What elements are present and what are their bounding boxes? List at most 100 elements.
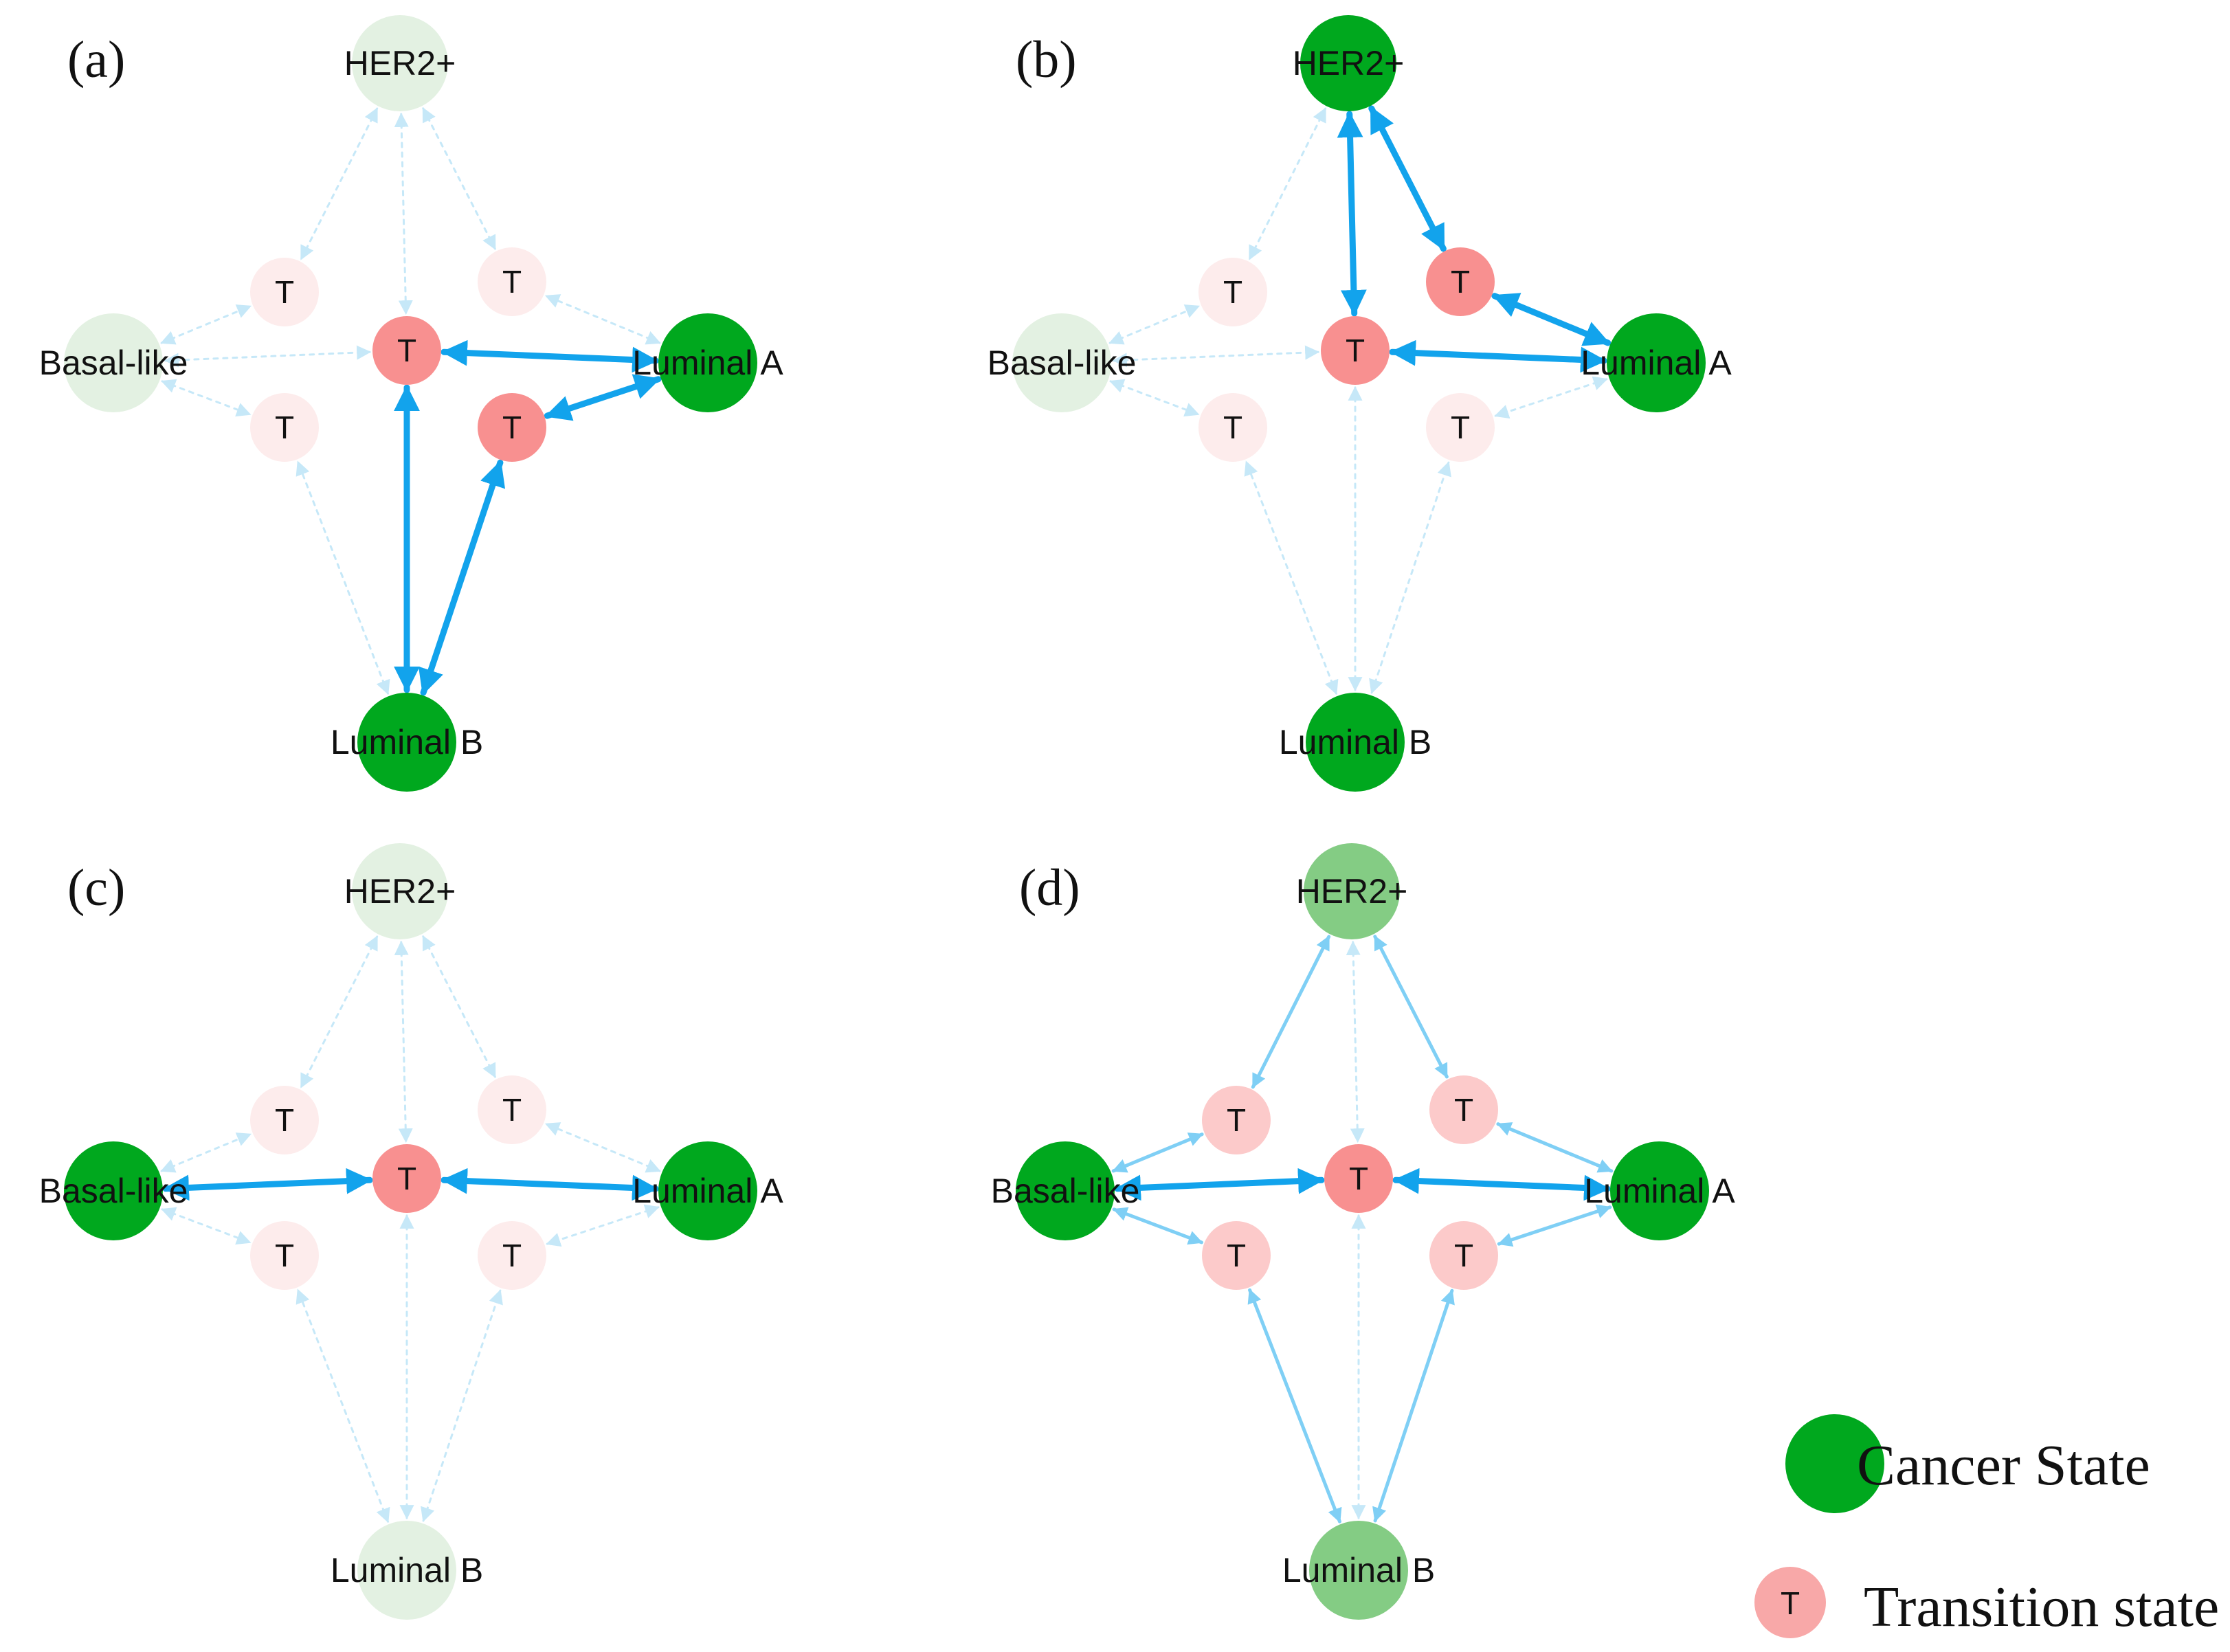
edge-lumb-lr: [418, 459, 506, 696]
transition-node-ll: [250, 1221, 319, 1290]
edge-luma-ur: [1491, 293, 1612, 346]
state-node-lumb: [1309, 1521, 1408, 1620]
transition-label-ll: T: [275, 1238, 294, 1273]
transition-label-center: T: [1349, 1161, 1368, 1196]
edge-luma-ur: [544, 294, 661, 345]
edge-lumb-ll: [296, 460, 390, 695]
transition-label-ll: T: [1223, 410, 1242, 445]
state-label-luma: Luminal A: [632, 344, 783, 382]
transition-node-ur: [1429, 1075, 1498, 1144]
state-label-basal: Basal-like: [988, 344, 1137, 382]
edge-lumb-ll: [1244, 460, 1339, 695]
transition-label-ul: T: [1227, 1102, 1246, 1138]
edge-her2-ul: [300, 107, 379, 260]
transition-label-ll: T: [1227, 1238, 1246, 1273]
transition-label-lr: T: [502, 410, 522, 445]
state-label-her2: HER2+: [344, 872, 456, 911]
edge-basal-ll: [161, 379, 252, 417]
transition-node-ul: [250, 258, 319, 326]
state-node-her2: [1304, 843, 1400, 939]
transition-label-ur: T: [1454, 1092, 1473, 1128]
edge-her2-ul: [1248, 107, 1327, 260]
edge-luma-lr: [1494, 376, 1608, 419]
edge-basal-center: [164, 345, 372, 368]
state-node-her2: [352, 15, 448, 111]
transition-node-center: [1321, 316, 1390, 385]
state-label-her2: HER2+: [1293, 44, 1405, 82]
edge-luma-lr: [1497, 1204, 1612, 1247]
transition-node-ur: [1426, 247, 1495, 316]
edge-luma-center: [441, 339, 659, 373]
transition-node-center: [1324, 1144, 1393, 1213]
transition-node-ur: [478, 1075, 546, 1144]
panel-label: (b): [1016, 31, 1077, 89]
legend-transition-label: Transition state: [1864, 1575, 2219, 1639]
edge-her2-ur: [422, 935, 496, 1078]
edge-luma-lr: [546, 1204, 660, 1247]
state-label-basal: Basal-like: [39, 344, 188, 382]
edge-basal-ll: [1112, 1207, 1203, 1245]
legend: Cancer State T Transition state: [1754, 1414, 2219, 1639]
state-label-lumb: Luminal B: [1279, 723, 1431, 761]
transition-node-ul: [250, 1086, 319, 1154]
edge-luma-center: [441, 1168, 659, 1201]
state-label-basal: Basal-like: [991, 1172, 1140, 1210]
transition-label-center: T: [397, 1161, 416, 1196]
transition-label-ur: T: [502, 1092, 522, 1128]
state-label-her2: HER2+: [344, 44, 456, 82]
edge-luma-lr: [544, 374, 662, 421]
state-label-lumb: Luminal B: [331, 1551, 483, 1589]
state-node-basal: [1012, 313, 1111, 412]
transition-label-ur: T: [1451, 264, 1470, 300]
panel-label: (c): [67, 859, 125, 917]
state-label-luma: Luminal A: [1581, 344, 1732, 382]
transition-node-lr: [478, 1221, 546, 1290]
state-node-luma: [658, 313, 757, 412]
edge-basal-ll: [161, 1207, 252, 1245]
state-label-lumb: Luminal B: [331, 723, 483, 761]
transition-node-ll: [250, 393, 319, 462]
edge-basal-ul: [1111, 1132, 1204, 1173]
transition-label-center: T: [397, 333, 416, 368]
state-node-her2: [1300, 15, 1396, 111]
panel-label: (d): [1019, 859, 1080, 917]
transition-node-lr: [1429, 1221, 1498, 1290]
state-label-her2: HER2+: [1296, 872, 1408, 911]
panel-label: (a): [67, 31, 125, 89]
edge-luma-ur: [1496, 1122, 1614, 1173]
edge-basal-center: [1112, 345, 1320, 368]
transition-node-center: [372, 316, 441, 385]
transition-label-lr: T: [502, 1238, 522, 1273]
edge-her2-ur: [1368, 105, 1447, 252]
transition-label-ll: T: [275, 410, 294, 445]
state-node-luma: [1607, 313, 1706, 412]
edge-lumb-lr: [1372, 1288, 1455, 1523]
transition-label-lr: T: [1454, 1238, 1473, 1273]
transition-node-ll: [1198, 393, 1267, 462]
state-node-lumb: [357, 693, 456, 792]
transition-node-lr: [1426, 393, 1495, 462]
edge-lumb-ll: [296, 1288, 390, 1523]
transition-label-ul: T: [275, 1102, 294, 1138]
state-node-lumb: [357, 1521, 456, 1620]
transition-node-center: [372, 1144, 441, 1213]
transition-node-ur: [478, 247, 546, 316]
state-node-luma: [658, 1141, 757, 1240]
edge-her2-ur: [422, 107, 496, 250]
transition-node-ul: [1198, 258, 1267, 326]
edge-luma-ur: [544, 1122, 661, 1173]
state-node-lumb: [1306, 693, 1405, 792]
edge-her2-ul: [300, 935, 379, 1089]
edge-basal-center: [1114, 1168, 1325, 1201]
transition-node-ul: [1202, 1086, 1271, 1154]
edge-her2-ur: [1373, 935, 1449, 1079]
edge-lumb-lr: [421, 1289, 503, 1522]
state-node-luma: [1610, 1141, 1709, 1240]
edge-basal-ll: [1109, 379, 1200, 417]
edge-her2-center: [394, 940, 413, 1143]
legend-cancer-marker: [1785, 1414, 1884, 1513]
